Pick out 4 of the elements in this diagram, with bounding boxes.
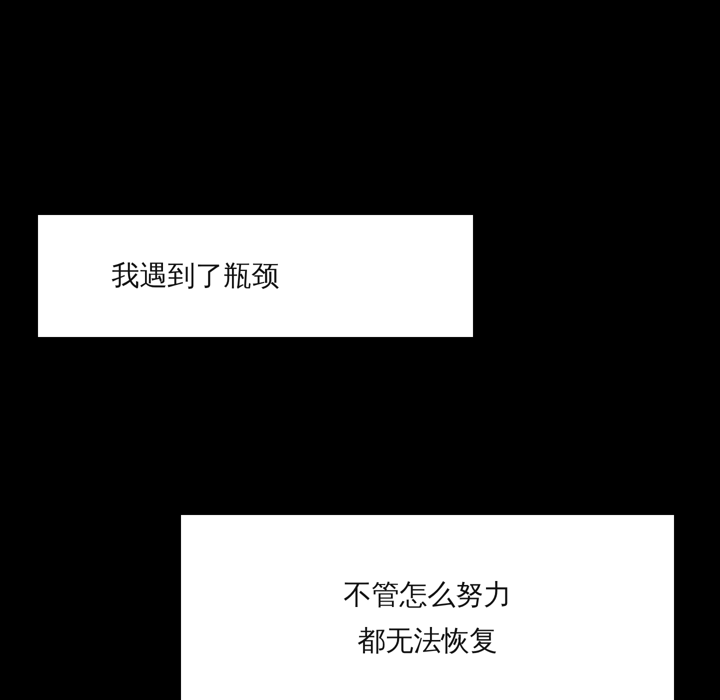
caption-box <box>38 215 473 337</box>
caption-text: 我遇到了瓶颈 <box>112 258 280 294</box>
caption-text: 不管怎么努力都无法恢复 <box>342 576 512 658</box>
caption-box <box>181 515 674 700</box>
